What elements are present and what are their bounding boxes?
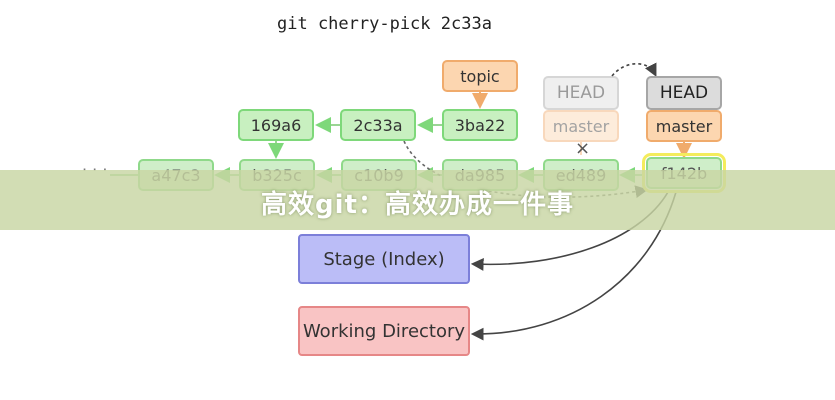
cancel-x-icon: × <box>575 138 591 159</box>
master-old: master <box>543 110 619 142</box>
branch-topic: topic <box>442 60 518 92</box>
commit-169a6: 169a6 <box>238 109 314 141</box>
working-directory-box: Working Directory <box>298 306 470 356</box>
head-old: HEAD <box>543 76 619 110</box>
master-new: master <box>646 110 722 142</box>
stage-index-box: Stage (Index) <box>298 234 470 284</box>
head-new: HEAD <box>646 76 722 110</box>
commit-2c33a: 2c33a <box>340 109 416 141</box>
watermark-text: 高效git：高效办成一件事 <box>261 190 574 220</box>
edge-head-move <box>611 62 657 77</box>
diagram-title: git cherry-pick 2c33a <box>277 14 492 34</box>
watermark-banner <box>0 170 835 230</box>
commit-3ba22: 3ba22 <box>442 109 518 141</box>
